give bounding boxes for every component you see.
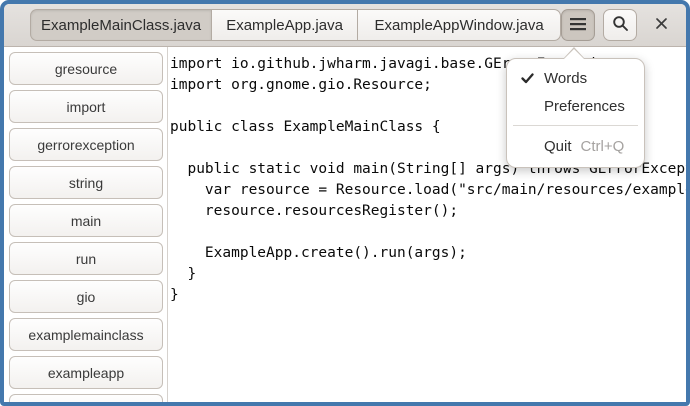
checkmark-icon [521,72,537,84]
word-button-run[interactable]: run [9,242,163,275]
menu-item-accelerator: Ctrl+Q [580,137,625,155]
menu-item-label: Preferences [544,97,625,115]
header-actions [561,9,676,41]
tab-exampleapp-java[interactable]: ExampleApp.java [211,9,358,41]
close-button[interactable] [646,10,676,40]
code-line [170,222,686,243]
menu-separator [513,125,638,126]
word-button-main[interactable]: main [9,204,163,237]
word-button-examplemainclass[interactable]: examplemainclass [9,318,163,351]
code-line: ExampleApp.create().run(args); [170,245,467,261]
word-button-partial[interactable] [9,394,163,402]
code-line: var resource = Resource.load("src/main/r… [204,182,686,198]
code-line: } [170,287,179,303]
menu-item-preferences[interactable]: Preferences [507,92,644,120]
tab-examplemainclass-java[interactable]: ExampleMainClass.java [30,9,212,41]
menu-item-label: Words [544,69,588,87]
hamburger-menu-icon [570,17,587,34]
code-line: public class ExampleMainClass { [170,119,441,135]
menu-item-words[interactable]: Words [507,64,644,92]
sidebar-word-list: gresource import gerrorexception string main… [4,47,168,402]
word-button-gresource[interactable]: gresource [9,52,163,85]
menu-button[interactable] [561,9,596,41]
word-button-import[interactable]: import [9,90,163,123]
search-button[interactable] [603,9,638,41]
search-icon [612,15,629,35]
code-line: } [170,266,197,282]
code-line: import org.gnome.gio.Resource; [170,77,432,93]
word-button-string[interactable]: string [9,166,163,199]
menu-item-quit[interactable]: Quit Ctrl+Q [507,131,644,161]
menu-item-label: Quit [544,137,572,155]
word-button-exampleapp[interactable]: exampleapp [9,356,163,389]
word-button-gio[interactable]: gio [9,280,163,313]
word-button-gerrorexception[interactable]: gerrorexception [9,128,163,161]
close-icon [655,17,668,33]
code-line: resource.resourcesRegister(); [170,203,459,219]
tab-exampleappwindow-java[interactable]: ExampleAppWindow.java [357,9,562,41]
